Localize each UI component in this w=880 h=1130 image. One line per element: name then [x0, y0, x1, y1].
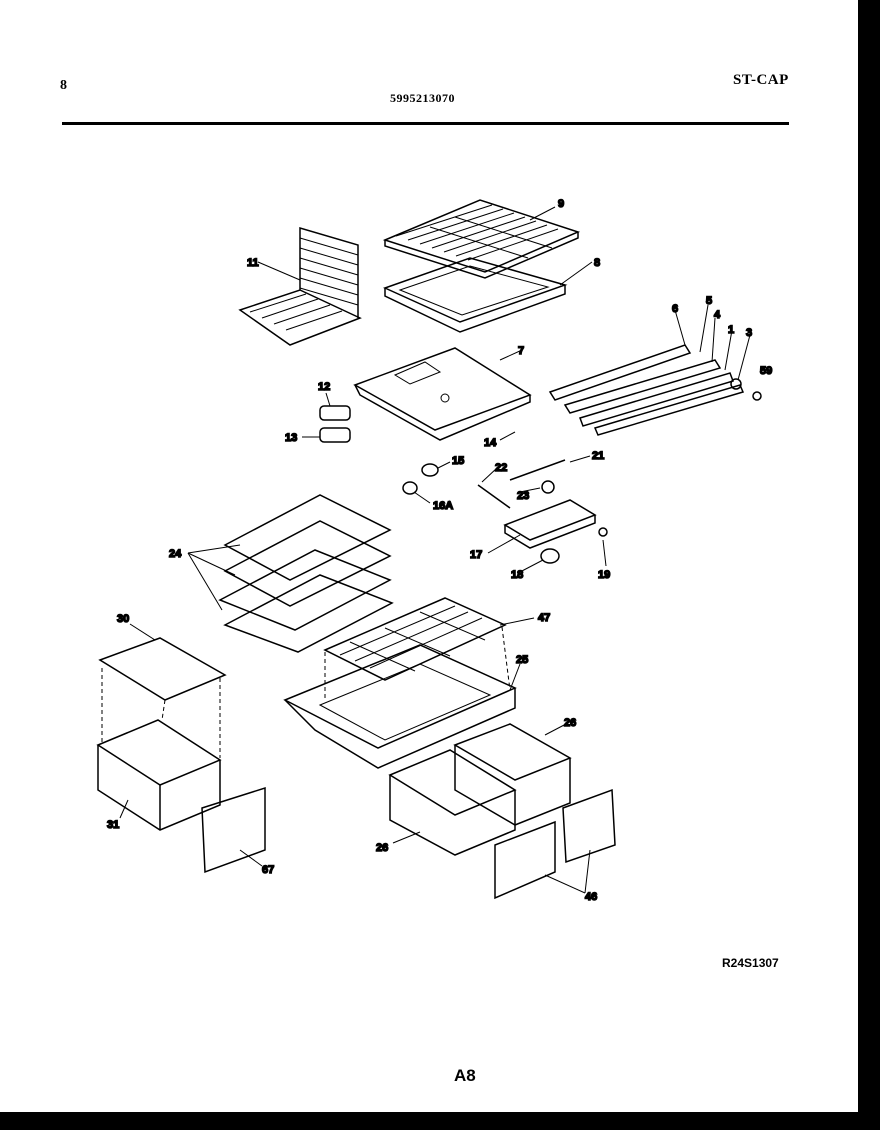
callout-14: 14 [484, 437, 497, 449]
part-46-crisper-fronts [494, 788, 616, 900]
callout-13: 13 [285, 432, 297, 444]
part-31-drawer [96, 719, 222, 831]
callout-4: 4 [714, 309, 721, 321]
callout-26-left: 26 [376, 842, 388, 854]
callout-8: 8 [594, 257, 600, 269]
page-reference: A8 [454, 1066, 476, 1085]
part-11-wire-rack [238, 226, 362, 346]
part-15-lamp-socket [421, 463, 439, 477]
part-6-shelf-rail [548, 344, 692, 401]
part-8-shelf-frame [382, 257, 568, 333]
section-code: ST-CAP [733, 72, 789, 88]
part-47-crisper-cover [323, 597, 507, 681]
callout-67: 67 [262, 864, 274, 876]
callout-5: 5 [706, 295, 712, 307]
callout-46: 46 [585, 891, 597, 903]
part-67-drawer-front [201, 786, 266, 874]
part-3-screw [730, 378, 742, 390]
callout-1: 1 [728, 324, 734, 336]
part-5-4-shelf-rails [563, 359, 745, 436]
callout-25: 25 [516, 654, 528, 666]
callout-23: 23 [517, 490, 529, 502]
callout-21: 21 [592, 450, 604, 462]
drawing-reference: R24S1307 [722, 956, 779, 970]
part-25-crisper-frame [283, 644, 517, 769]
callout-59: 59 [760, 365, 772, 377]
callout-30: 30 [117, 613, 129, 625]
part-16a-lamp [402, 481, 418, 495]
callout-18: 18 [511, 569, 523, 581]
callout-15: 15 [452, 455, 464, 467]
part-9-wire-shelf [382, 199, 581, 279]
callout-22: 22 [495, 462, 507, 474]
callout-47: 47 [538, 612, 550, 624]
callout-9: 9 [558, 198, 564, 210]
callout-26-right: 26 [564, 717, 576, 729]
model-number: 5995213070 [390, 91, 455, 105]
leader-lines [119, 206, 751, 894]
callout-16a: 16A [433, 500, 453, 512]
callout-3: 3 [746, 327, 752, 339]
part-59-screw [752, 391, 762, 401]
callout-12: 12 [318, 381, 330, 393]
callout-31: 31 [107, 819, 119, 831]
scan-border-bottom [0, 1112, 880, 1130]
part-30-drawer-cover [98, 637, 227, 701]
page-number: 8 [60, 78, 68, 93]
part-18-knob [540, 548, 560, 564]
callout-6: 6 [672, 303, 678, 315]
callout-17: 17 [470, 549, 482, 561]
part-26-crisper-pan-right [453, 723, 572, 826]
scan-border-right [858, 0, 880, 1130]
header-rule [62, 122, 789, 125]
callout-7: 7 [518, 345, 524, 357]
part-26-crisper-pan-left [388, 749, 517, 856]
part-19-clip [598, 527, 608, 537]
callout-24: 24 [169, 548, 182, 560]
part-22-rod [477, 484, 511, 509]
part-12-13-control-knobs [319, 405, 351, 443]
part-21-link [509, 459, 566, 481]
part-24-glass-shelves [218, 494, 394, 653]
part-7-shelf-cover [353, 347, 532, 441]
callout-11: 11 [247, 257, 259, 269]
part-17-control-housing [503, 499, 597, 549]
assembly-dashed-lines [101, 626, 511, 758]
part-23-bushing [541, 480, 555, 494]
callout-19: 19 [598, 569, 610, 581]
